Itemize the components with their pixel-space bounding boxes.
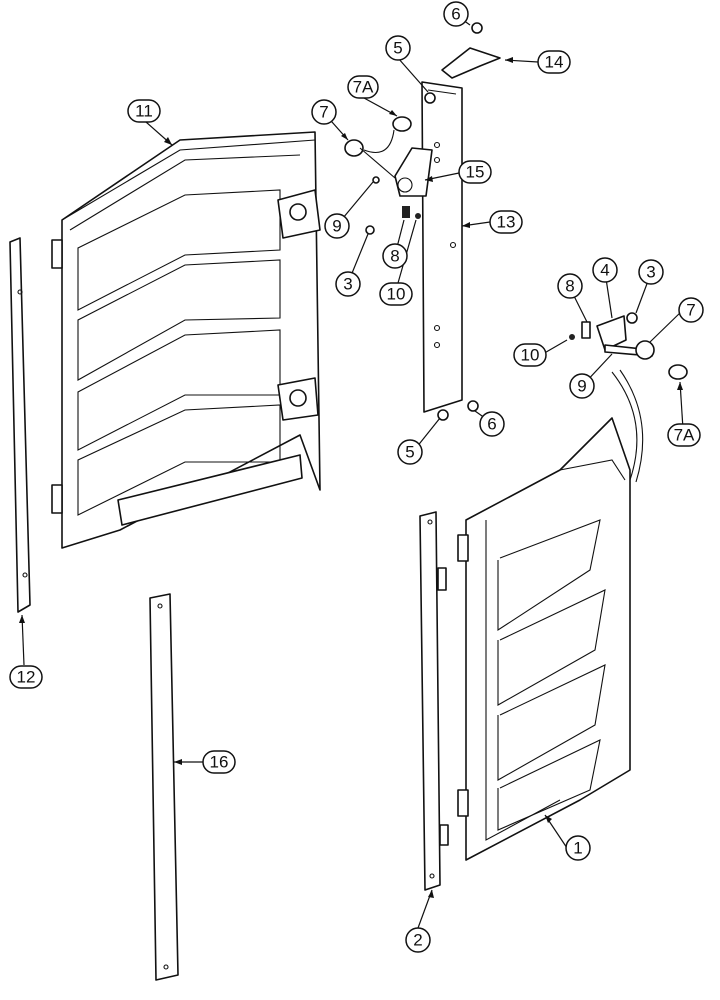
- callout-8-left: 8: [382, 243, 408, 269]
- callout-10-right: 10: [513, 343, 547, 367]
- svg-text:7A: 7A: [353, 78, 374, 97]
- svg-text:16: 16: [210, 753, 229, 772]
- knob-7a-right: [668, 364, 688, 380]
- callout-15: 15: [458, 160, 492, 184]
- callout-16: 16: [202, 750, 236, 774]
- bolt-3-left: [365, 225, 375, 235]
- clip-8-right: [581, 321, 591, 339]
- callout-10-left: 10: [379, 282, 413, 306]
- callout-9-left: 9: [324, 213, 350, 239]
- svg-text:5: 5: [393, 39, 402, 58]
- knob-7-left: [344, 139, 364, 157]
- svg-text:14: 14: [545, 53, 564, 72]
- svg-text:3: 3: [646, 263, 655, 282]
- callout-7a-right: 7A: [667, 423, 701, 447]
- svg-text:7: 7: [319, 103, 328, 122]
- svg-text:9: 9: [577, 377, 586, 396]
- svg-text:9: 9: [332, 217, 341, 236]
- svg-text:7: 7: [686, 301, 695, 320]
- clip-8-left: [402, 206, 410, 218]
- hinge-strip-right: [419, 511, 449, 891]
- seal-strip-center: [149, 593, 179, 981]
- nut-6-top: [471, 22, 483, 34]
- svg-text:8: 8: [565, 277, 574, 296]
- svg-text:10: 10: [387, 285, 406, 304]
- washer-10-left: [415, 213, 421, 219]
- svg-text:6: 6: [487, 415, 496, 434]
- hardware-left: [344, 22, 483, 421]
- svg-text:7A: 7A: [674, 426, 695, 445]
- callout-12: 12: [9, 665, 43, 689]
- top-bracket: [441, 47, 501, 79]
- callout-6-bottom: 6: [479, 411, 505, 437]
- svg-text:3: 3: [343, 275, 352, 294]
- callout-9-right: 9: [569, 373, 595, 399]
- bolt-5-top: [424, 92, 436, 104]
- bolt-3-right: [626, 312, 638, 324]
- door-post: [421, 81, 463, 413]
- latch-plate-4: [596, 315, 627, 351]
- door-panel-left: [51, 131, 321, 549]
- callout-1: 1: [565, 835, 591, 861]
- svg-text:5: 5: [405, 443, 414, 462]
- hinge-strip-left: [9, 237, 31, 613]
- callout-14: 14: [537, 50, 571, 74]
- latch-plate-left: [394, 147, 433, 197]
- callout-3-left: 3: [335, 271, 361, 297]
- svg-text:10: 10: [521, 346, 540, 365]
- svg-text:1: 1: [573, 839, 582, 858]
- callout-8-right: 8: [557, 273, 583, 299]
- callout-5-bottom: 5: [397, 439, 423, 465]
- svg-text:11: 11: [135, 102, 153, 121]
- svg-text:12: 12: [17, 668, 36, 687]
- knob-7a-top: [392, 116, 412, 132]
- latch-assembly-right: [569, 312, 688, 483]
- callout-7-right: 7: [678, 297, 704, 323]
- knob-7-right: [635, 340, 655, 360]
- callout-2: 2: [405, 927, 431, 953]
- callout-13: 13: [489, 210, 523, 234]
- callout-4: 4: [592, 257, 618, 283]
- callout-7-left: 7: [311, 99, 337, 125]
- bolt-5-bottom: [437, 409, 449, 421]
- svg-text:15: 15: [466, 163, 485, 182]
- callout-3-right: 3: [638, 259, 664, 285]
- screw-9-left: [372, 176, 380, 184]
- callout-5-top: 5: [385, 35, 411, 61]
- callout-11: 11: [127, 99, 161, 123]
- svg-text:2: 2: [413, 931, 422, 950]
- callout-6-top: 6: [443, 1, 469, 27]
- nut-6-bottom: [467, 400, 479, 412]
- svg-text:6: 6: [451, 5, 460, 24]
- door-panel-right: [457, 417, 631, 861]
- svg-text:4: 4: [600, 261, 609, 280]
- callout-7a-top: 7A: [347, 75, 379, 99]
- svg-text:8: 8: [390, 247, 399, 266]
- svg-text:13: 13: [497, 213, 516, 232]
- washer-10-right: [569, 334, 575, 340]
